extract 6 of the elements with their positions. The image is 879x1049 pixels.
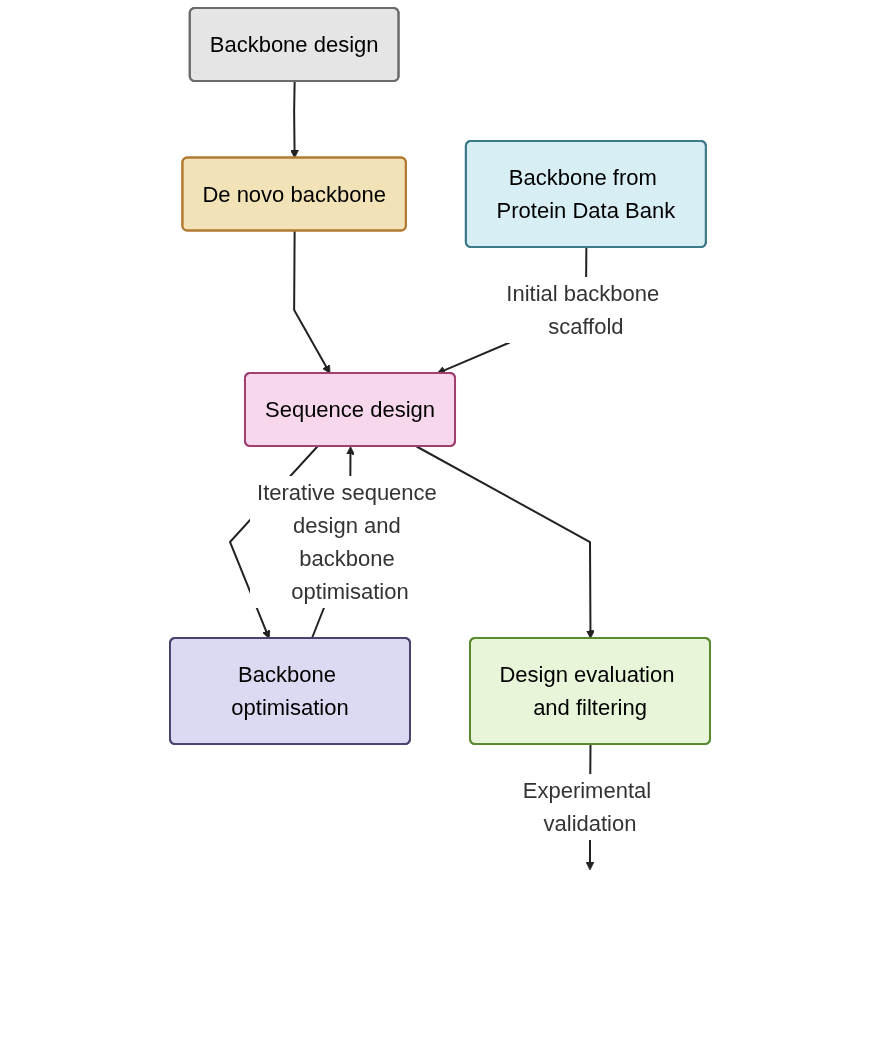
edge-label: Iterative sequence design and backbone optimisation bbox=[256, 480, 437, 604]
arrow bbox=[292, 230, 330, 374]
arrow bbox=[289, 80, 299, 159]
arrow bbox=[415, 445, 595, 639]
edge-label: Experimental validation bbox=[522, 778, 651, 836]
edge-label: Initial backbone scaffold bbox=[505, 281, 659, 339]
